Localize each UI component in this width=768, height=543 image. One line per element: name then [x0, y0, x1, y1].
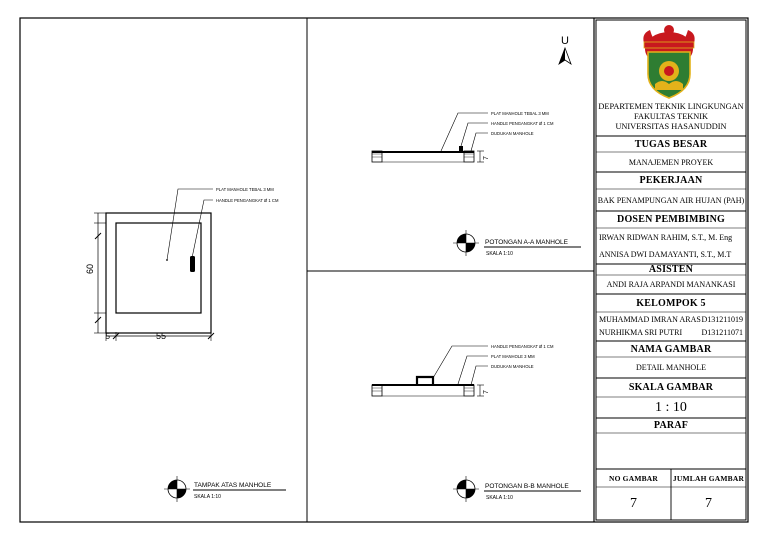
- scale-heading: SKALA GAMBAR: [628, 382, 714, 393]
- group-heading: KELOMPOK 5: [636, 297, 706, 309]
- leader-a-handle: [460, 122, 488, 147]
- plan-view: 60 5 55 PLAT MANHOLE TEBAL 3 MM HANDLE P…: [85, 187, 286, 502]
- assistant-heading: ASISTEN: [648, 264, 694, 275]
- department-line-1: DEPARTEMEN TEKNIK LINGKUNGAN: [598, 102, 744, 111]
- north-arrow-icon: U: [558, 35, 572, 66]
- north-label: U: [561, 35, 569, 47]
- section-a-title-symbol: [453, 230, 479, 256]
- leader-plate: [166, 188, 213, 261]
- supervisor-heading: DOSEN PEMBIMBING: [617, 214, 725, 225]
- sign-heading: PARAF: [653, 420, 689, 431]
- sheet-border: [19, 17, 749, 523]
- label-a-handle: HANDLE PENGANGKAT Ø 1 CM: [491, 121, 554, 126]
- plate-section-b: [372, 384, 474, 386]
- drawing-total-heading: JUMLAH GAMBAR: [672, 473, 745, 483]
- department-block: DEPARTEMEN TEKNIK LINGKUNGAN FAKULTAS TE…: [596, 98, 746, 136]
- section-a-view: PLAT MANHOLE TEBAL 3 MM HANDLE PENGANGKA…: [371, 111, 581, 257]
- plan-title: TAMPAK ATAS MANHOLE: [194, 482, 272, 489]
- plate-section: [372, 151, 474, 153]
- manhole-plate: [115, 222, 202, 314]
- member-row-1: MUHAMMAD IMRAN ARAS D131211019: [596, 313, 746, 326]
- member-1-name: MUHAMMAD IMRAN ARAS: [599, 315, 701, 324]
- section-b-scale: SKALA 1:10: [486, 495, 513, 501]
- dim-a-text: 7: [483, 156, 490, 160]
- task-value: MANAJEMEN PROYEK: [628, 157, 714, 167]
- section-a-scale: SKALA 1:10: [486, 251, 513, 257]
- leader-a-seat: [470, 132, 488, 152]
- dim-b-text: 7: [483, 390, 490, 394]
- drawing-total-value: 7: [705, 495, 712, 511]
- label-b-plate: PLAT MANHOLE 3 MM: [491, 354, 535, 359]
- drawing-name-heading: NAMA GAMBAR: [630, 343, 712, 355]
- supervisor-1: IRWAN RIDWAN RAHIM, S.T., M. Eng: [599, 232, 733, 242]
- work-value: BAK PENAMPUNGAN AIR HUJAN (PAH): [597, 195, 745, 205]
- member-2-id: D131211071: [701, 328, 743, 337]
- section-b-title: POTONGAN B-B MANHOLE: [485, 483, 569, 490]
- handle-section: [459, 146, 463, 151]
- handle-mark: [190, 256, 195, 272]
- drawing-name-value: DETAIL MANHOLE: [636, 363, 706, 372]
- section-b-view: HANDLE PENGANGKAT Ø 1 CM PLAT MANHOLE 3 …: [371, 344, 581, 502]
- label-handle: HANDLE PENGANGKAT Ø 1 CM: [216, 198, 279, 203]
- label-plate: PLAT MANHOLE TEBAL 3 MM: [216, 187, 274, 192]
- leader-b-plate: [457, 355, 488, 385]
- plan-scale: SKALA 1:10: [194, 494, 221, 500]
- supervisor-2: ANNISA DWI DAMAYANTI, S.T., M.T: [599, 249, 732, 259]
- department-line-3: UNIVERSITAS HASANUDDIN: [615, 122, 727, 131]
- drawing-no-heading: NO GAMBAR: [608, 473, 659, 483]
- seat-left-b: [371, 384, 383, 397]
- leader-b-seat: [470, 365, 488, 386]
- member-row-2: NURHIKMA SRI PUTRI D131211071: [596, 326, 746, 339]
- dim-height-text: 60: [85, 264, 95, 274]
- member-2-name: NURHIKMA SRI PUTRI: [599, 328, 683, 337]
- assistant-value: ANDI RAJA ARPANDI MANANKASI: [606, 280, 736, 289]
- label-a-plate: PLAT MANHOLE TEBAL 3 MM: [491, 111, 549, 116]
- task-heading: TUGAS BESAR: [634, 138, 708, 150]
- label-b-handle: HANDLE PENGANGKAT Ø 1 CM: [491, 344, 554, 349]
- section-a-title: POTONGAN A-A MANHOLE: [485, 239, 569, 246]
- handle-section-b: [415, 375, 435, 384]
- manhole-frame-outer: [105, 212, 212, 334]
- work-heading: PEKERJAAN: [639, 175, 703, 186]
- sign-area: [596, 433, 746, 469]
- leader-a-plate: [440, 112, 488, 152]
- leader-handle: [191, 199, 213, 259]
- label-b-seat: DUDUKAN MANHOLE: [491, 364, 534, 369]
- title-block-grid: [595, 19, 747, 521]
- dim-small-text: 5: [106, 332, 111, 341]
- dim-width-text: 55: [156, 331, 166, 341]
- label-a-seat: DUDUKAN MANHOLE: [491, 131, 534, 136]
- drawing-no-value: 7: [630, 495, 637, 511]
- seat-right-b: [463, 384, 475, 397]
- department-line-2: FAKULTAS TEKNIK: [633, 112, 709, 121]
- leader-b-handle: [432, 345, 488, 379]
- plan-title-symbol: [164, 476, 190, 502]
- university-logo-icon: [643, 25, 695, 99]
- scale-value: 1 : 10: [655, 399, 687, 415]
- member-1-id: D131211019: [701, 315, 743, 324]
- section-b-title-symbol: [453, 476, 479, 502]
